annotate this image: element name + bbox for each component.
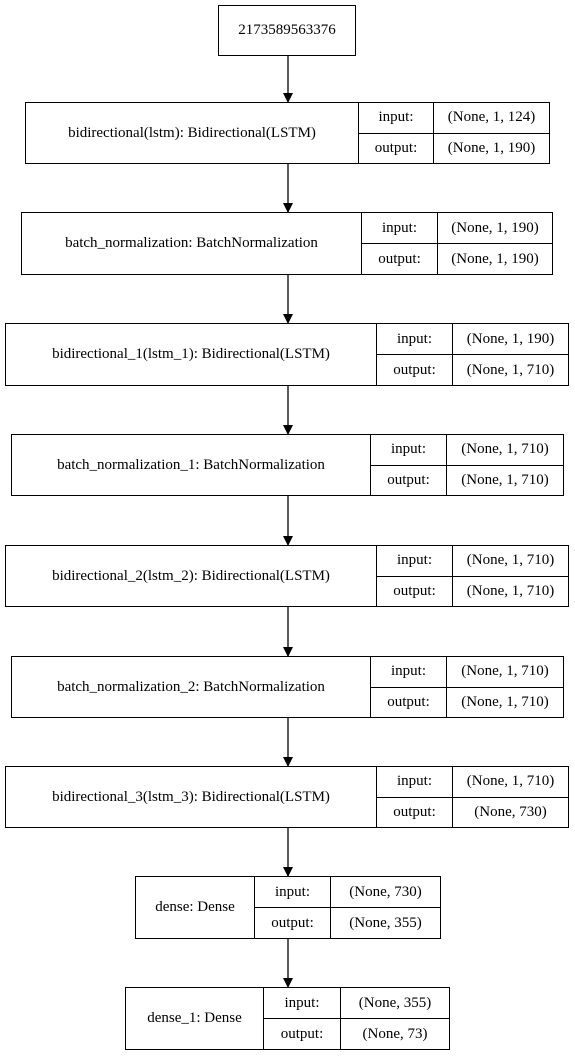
output-label: output:	[264, 1018, 340, 1049]
output-shape: (None, 1, 710)	[453, 575, 568, 607]
output-shape: (None, 1, 710)	[447, 464, 563, 496]
io-value-column: (None, 1, 710) (None, 1, 710)	[447, 435, 563, 495]
input-label: input:	[390, 441, 426, 458]
output-label: output:	[362, 243, 437, 274]
output-label: output:	[371, 464, 446, 496]
input-shape: (None, 1, 124)	[447, 109, 536, 126]
layer-node: dense_1: Dense input: output: (None, 355…	[125, 987, 450, 1050]
output-shape: (None, 1, 190)	[438, 243, 552, 274]
input-shape: (None, 1, 190)	[466, 330, 555, 347]
layer-node: bidirectional_3(lstm_3): Bidirectional(L…	[5, 766, 569, 828]
input-shape: (None, 1, 710)	[461, 441, 549, 458]
input-shape: (None, 355)	[358, 994, 432, 1011]
layer-name: bidirectional_3(lstm_3): Bidirectional(L…	[6, 767, 377, 827]
output-shape: (None, 1, 190)	[434, 132, 549, 164]
io-label-column: input: output:	[362, 213, 438, 274]
layer-name: bidirectional_1(lstm_1): Bidirectional(L…	[6, 324, 377, 385]
input-label: input:	[284, 994, 320, 1011]
layer-node: batch_normalization_1: BatchNormalizatio…	[11, 434, 564, 496]
layer-name: bidirectional_2(lstm_2): Bidirectional(L…	[6, 546, 377, 606]
input-shape: (None, 1, 710)	[466, 773, 555, 790]
layer-name: batch_normalization_2: BatchNormalizatio…	[12, 657, 371, 717]
input-label: input:	[396, 552, 432, 569]
output-shape: (None, 73)	[341, 1018, 449, 1049]
io-value-column: (None, 1, 710) (None, 1, 710)	[447, 657, 563, 717]
io-value-column: (None, 1, 710) (None, 1, 710)	[453, 546, 568, 606]
io-label-column: input: output:	[264, 988, 341, 1049]
output-label: output:	[359, 132, 433, 164]
io-label-column: input: output:	[377, 324, 453, 385]
input-shape: (None, 1, 710)	[461, 663, 549, 680]
layer-name: dense: Dense	[136, 877, 255, 938]
output-label: output:	[377, 575, 452, 607]
io-label-column: input: output:	[377, 546, 453, 606]
io-value-column: (None, 1, 124) (None, 1, 190)	[434, 103, 549, 163]
io-label-column: input: output:	[371, 657, 447, 717]
output-label: output:	[255, 907, 330, 938]
input-label: input:	[381, 219, 417, 236]
input-shape: (None, 730)	[349, 883, 422, 900]
model-id-node: 2173589563376	[218, 5, 356, 56]
output-label: output:	[377, 354, 452, 385]
io-value-column: (None, 1, 190) (None, 1, 190)	[438, 213, 552, 274]
io-label-column: input: output:	[371, 435, 447, 495]
layer-name: bidirectional(lstm): Bidirectional(LSTM)	[26, 103, 359, 163]
input-shape: (None, 1, 190)	[451, 219, 539, 236]
layer-node: bidirectional_1(lstm_1): Bidirectional(L…	[5, 323, 569, 386]
output-label: output:	[371, 686, 446, 718]
input-label: input:	[396, 330, 432, 347]
io-value-column: (None, 1, 710) (None, 730)	[453, 767, 568, 827]
model-id-label: 2173589563376	[238, 22, 336, 38]
io-value-column: (None, 1, 190) (None, 1, 710)	[453, 324, 568, 385]
layer-name: batch_normalization: BatchNormalization	[22, 213, 362, 274]
io-value-column: (None, 355) (None, 73)	[341, 988, 449, 1049]
output-label: output:	[377, 796, 452, 828]
input-label: input:	[390, 663, 426, 680]
layer-name: dense_1: Dense	[126, 988, 264, 1049]
io-value-column: (None, 730) (None, 355)	[331, 877, 440, 938]
output-shape: (None, 730)	[453, 796, 568, 828]
input-label: input:	[396, 773, 432, 790]
output-shape: (None, 1, 710)	[447, 686, 563, 718]
output-shape: (None, 355)	[331, 907, 440, 938]
io-label-column: input: output:	[377, 767, 453, 827]
input-shape: (None, 1, 710)	[466, 552, 555, 569]
io-label-column: input: output:	[359, 103, 434, 163]
layer-node: bidirectional_2(lstm_2): Bidirectional(L…	[5, 545, 569, 607]
io-label-column: input: output:	[255, 877, 331, 938]
layer-node: dense: Dense input: output: (None, 730) …	[135, 876, 441, 939]
layer-node: bidirectional(lstm): Bidirectional(LSTM)…	[25, 102, 550, 164]
input-label: input:	[274, 883, 310, 900]
layer-node: batch_normalization: BatchNormalization …	[21, 212, 553, 275]
layer-node: batch_normalization_2: BatchNormalizatio…	[11, 656, 564, 718]
input-label: input:	[378, 109, 414, 126]
output-shape: (None, 1, 710)	[453, 354, 568, 385]
layer-name: batch_normalization_1: BatchNormalizatio…	[12, 435, 371, 495]
